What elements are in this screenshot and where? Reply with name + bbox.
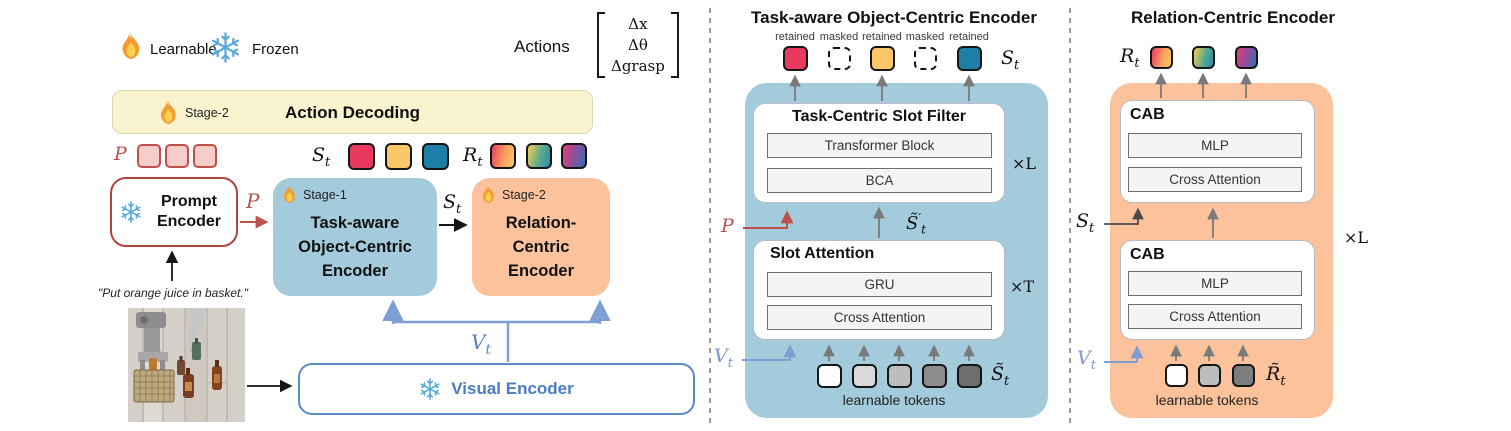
prompt-text: "Put orange juice in basket." (98, 286, 248, 300)
prompt-token (137, 144, 161, 168)
prompt-token (165, 144, 189, 168)
visual-encoder-box: Visual Encoder (298, 363, 695, 415)
action-delta-grasp: Δgrasp (611, 56, 665, 75)
matrix-bracket-right (670, 12, 679, 78)
actions-matrix: Δx Δθ Δgrasp (597, 12, 679, 78)
snowflake-icon (419, 378, 441, 400)
action-decoding-bar (112, 90, 593, 134)
visual-encoder-label: Visual Encoder (451, 379, 574, 398)
task-encoder-stage: Stage-1 (303, 188, 347, 202)
relation-encoder-stage: Stage-2 (502, 188, 546, 202)
relation-token-gradient-3 (561, 143, 587, 169)
repeat-T-label: ×T (1010, 277, 1035, 296)
legend-learnable-label: Learnable (150, 41, 217, 58)
s-arrow-label: St (443, 191, 462, 217)
relation-token-gradient-2 (526, 143, 552, 169)
retained-token-teal (957, 46, 982, 71)
token-status-label: retained (775, 31, 815, 43)
cross-attention-block: Cross Attention (767, 305, 992, 330)
action-delta-theta: Δθ (627, 35, 648, 54)
robot-scene-image (128, 308, 245, 422)
r-row-label: Rt (463, 144, 483, 170)
prompt-token (193, 144, 217, 168)
retained-token-amber (870, 46, 895, 71)
st-input-label: St (1076, 210, 1095, 236)
vt-input-label: Vt (1077, 347, 1096, 373)
learnable-token (1232, 364, 1255, 387)
learnable-tokens-caption: learnable tokens (1155, 392, 1259, 408)
p-input-label: P (721, 215, 734, 237)
mlp-block: MLP (1128, 133, 1302, 158)
bca-block: BCA (767, 168, 992, 193)
s-row-label: St (312, 144, 331, 170)
learnable-token (922, 364, 947, 388)
gru-block: GRU (767, 272, 992, 297)
learnable-token (817, 364, 842, 388)
matrix-bracket-left (597, 12, 605, 78)
snowflake-icon (210, 32, 241, 63)
masked-token (914, 47, 937, 70)
action-decoding-stage: Stage-2 (185, 106, 229, 120)
slot-token-crimson (348, 143, 375, 170)
learnable-tokens-caption: learnable tokens (842, 392, 946, 408)
snowflake-icon (120, 201, 142, 223)
action-decoding-title: Action Decoding (284, 103, 421, 122)
masked-token (828, 47, 851, 70)
relation-encoder-label: Relation- Centric Encoder (505, 214, 577, 280)
flame-icon (281, 183, 298, 205)
token-status-label: retained (862, 31, 902, 43)
prompt-encoder-box: Prompt Encoder (110, 177, 238, 247)
slot-token-amber (385, 143, 412, 170)
relation-token-gradient-2 (1192, 46, 1215, 69)
cab-bottom-title: CAB (1130, 246, 1165, 263)
token-status-label: masked (819, 31, 859, 43)
relation-token-gradient-1 (490, 143, 516, 169)
p-row-label: P (114, 143, 127, 165)
learnable-token (957, 364, 982, 388)
slot-token-teal (422, 143, 449, 170)
vt-branch-lines (393, 320, 600, 362)
transformer-block: Transformer Block (767, 133, 992, 158)
rt-output-label: Rt (1120, 45, 1140, 71)
relation-encoder-box (472, 178, 610, 296)
task-encoder-box (273, 178, 437, 296)
slot-filter-title: Task-Centric Slot Filter (792, 108, 966, 125)
actions-label: Actions (514, 37, 570, 56)
vt-input-label: Vt (714, 345, 733, 371)
legend-frozen-label: Frozen (252, 41, 299, 58)
cab-top-title: CAB (1130, 106, 1165, 123)
retained-token-crimson (783, 46, 808, 71)
mlp-block: MLP (1128, 271, 1302, 296)
repeat-L-label: ×L (1344, 228, 1369, 247)
cross-attention-block: Cross Attention (1128, 304, 1302, 329)
object-encoder-panel-title: Task-aware Object-Centric Encoder (751, 8, 1037, 27)
relation-token-gradient-3 (1235, 46, 1258, 69)
flame-icon (480, 183, 497, 205)
s-tilde-prime-label: S̃′t (906, 211, 927, 237)
task-encoder-label: Task-aware Object-Centric Encoder (298, 214, 412, 280)
learnable-token (887, 364, 912, 388)
token-status-label: retained (949, 31, 989, 43)
relation-token-gradient-1 (1150, 46, 1173, 69)
relation-encoder-panel-title: Relation-Centric Encoder (1130, 8, 1336, 27)
learnable-token (852, 364, 877, 388)
slot-attention-title: Slot Attention (770, 245, 875, 262)
s-tilde-label: S̃t (991, 363, 1010, 389)
repeat-L-label: ×L (1012, 154, 1037, 173)
p-arrow-label: P (246, 189, 260, 213)
learnable-token (1198, 364, 1221, 387)
token-status-label: masked (905, 31, 945, 43)
vt-label-left: Vt (471, 330, 491, 358)
learnable-token (1165, 364, 1188, 387)
prompt-encoder-label: Prompt Encoder (156, 193, 221, 230)
st-output-label: St (1001, 47, 1020, 73)
flame-icon (118, 29, 144, 62)
cross-attention-block: Cross Attention (1128, 167, 1302, 192)
action-delta-x: Δx (628, 14, 648, 33)
r-tilde-label: R̃t (1266, 363, 1286, 389)
